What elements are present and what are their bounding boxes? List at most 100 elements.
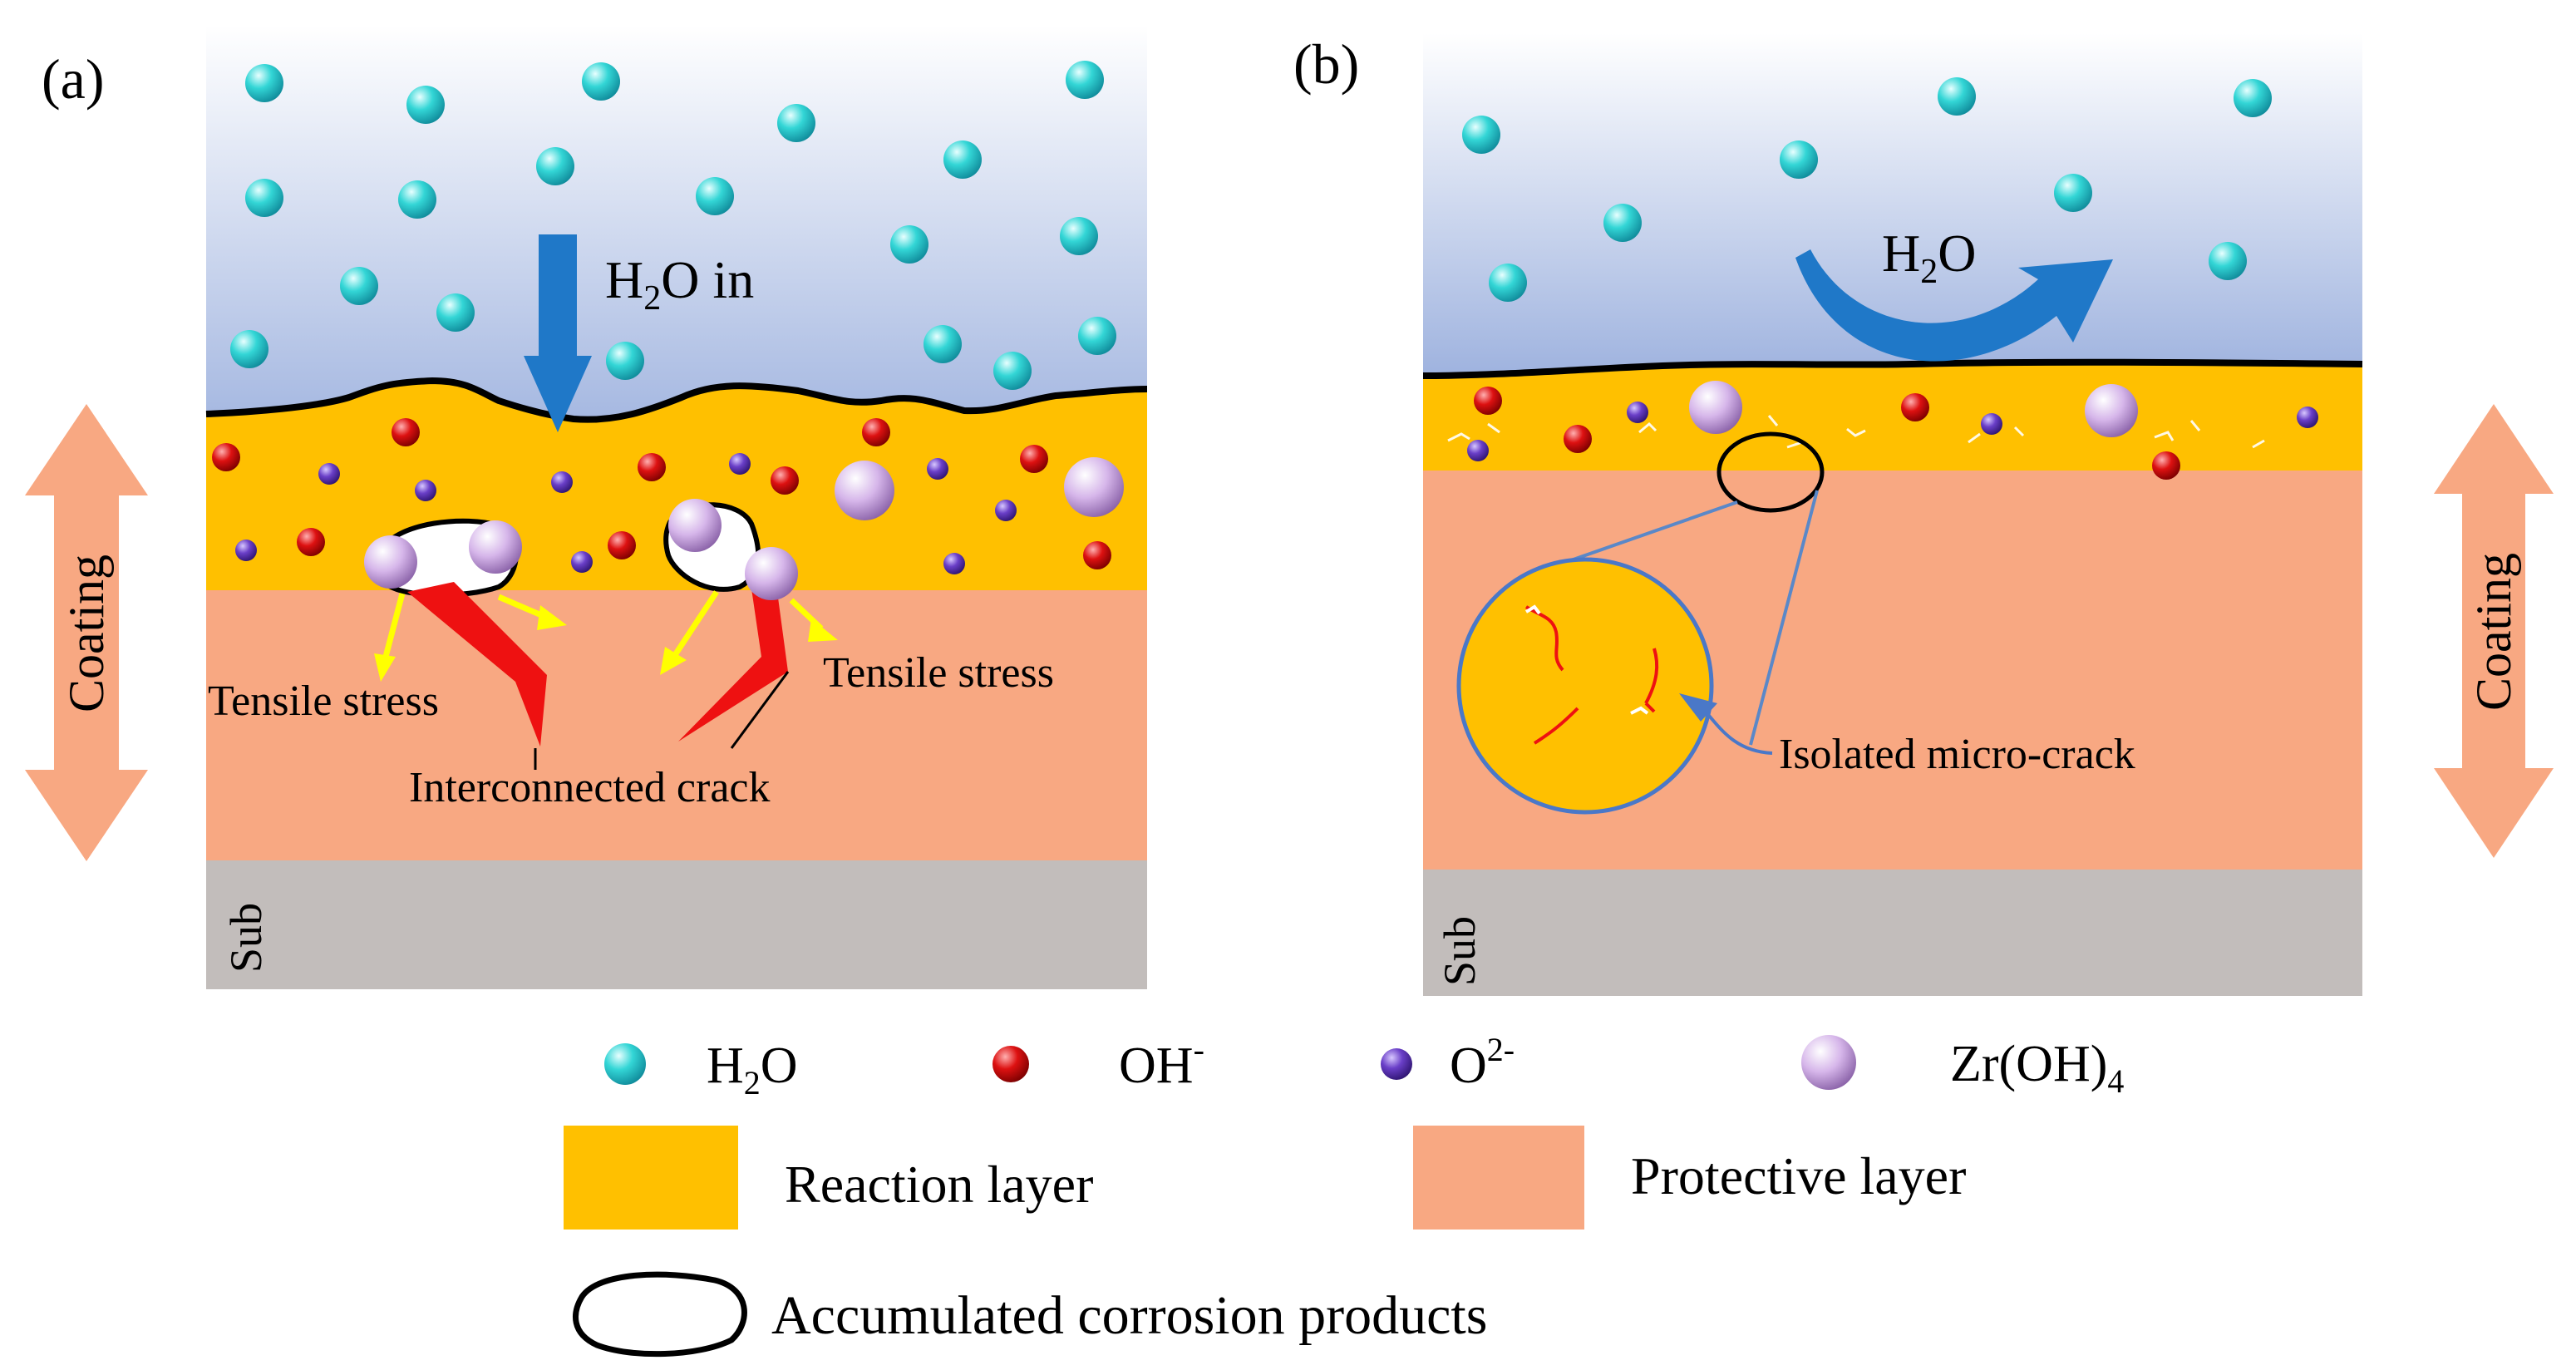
oh-ion — [2152, 451, 2180, 480]
panel-b-coating-arrow — [2434, 404, 2554, 858]
h2o-molecule — [2054, 174, 2092, 212]
h2o-molecule — [1603, 204, 1642, 242]
h2o-molecule — [230, 330, 268, 368]
zr-oh4-particle — [1064, 457, 1124, 517]
panel-a-h2o-in-label: H2O in — [605, 250, 754, 318]
interconnected-crack — [407, 582, 547, 747]
o2-ion — [318, 463, 340, 485]
h2o-molecule — [777, 104, 815, 142]
h2o-molecule — [1780, 140, 1818, 179]
panel-a: (a) Sub H2O — [25, 25, 1148, 989]
panel-a-coating-label: Coating — [59, 554, 114, 712]
h2o-molecule — [606, 342, 644, 380]
panel-b-zr-particles — [1689, 381, 2138, 437]
o2-ion — [551, 471, 573, 493]
panel-a-sub-label: Sub — [221, 903, 271, 973]
panel-b: (b) Sub H2O — [1293, 32, 2554, 996]
zr-oh4-particle — [835, 461, 894, 520]
o2-ion — [927, 458, 948, 480]
h2o-molecule — [245, 64, 283, 102]
panel-b-h2o-molecules — [1462, 77, 2272, 302]
h2o-molecule — [245, 179, 283, 217]
panel-a-o2-ions — [235, 453, 1017, 574]
legend-reaction-layer-label: Reaction layer — [785, 1155, 1093, 1214]
zr-oh4-particle — [668, 499, 722, 552]
panel-a-h2o-molecules — [230, 61, 1116, 390]
zr-oh4-particle — [1689, 381, 1742, 434]
micro-crack-void — [1630, 706, 1649, 715]
legend-oh-swatch — [992, 1046, 1029, 1082]
panel-a-protective-layer — [206, 590, 1147, 860]
o2-ion — [415, 480, 436, 501]
zoom-line-right — [1749, 490, 1819, 746]
panel-b-substrate — [1423, 870, 2362, 996]
h2o-molecule — [536, 147, 574, 185]
panel-a-label: (a) — [42, 47, 104, 111]
h2o-molecule — [582, 62, 620, 101]
isolated-micro-cracks — [1524, 605, 1659, 745]
h2o-molecule — [1462, 116, 1500, 154]
micro-crack-pointer-head — [1679, 693, 1717, 722]
legend-zr-swatch — [1801, 1035, 1856, 1090]
crack-pointer-line — [730, 671, 790, 749]
legend-o2-label: O2- — [1450, 1031, 1515, 1094]
zr-oh4-particle — [2085, 384, 2138, 437]
interconnected-crack — [678, 585, 788, 742]
legend-h2o-label: H2O — [707, 1037, 798, 1101]
h2o-molecule — [696, 177, 734, 215]
panel-a-oh-ions — [212, 418, 1111, 569]
tensile-stress-label-left: Tensile stress — [208, 678, 439, 725]
panel-a-water — [206, 25, 1147, 449]
h2o-molecule — [2234, 79, 2272, 117]
h2o-molecule — [2209, 242, 2247, 280]
h2o-molecule — [340, 267, 378, 305]
legend-accumulated-label: Accumulated corrosion products — [771, 1285, 1487, 1346]
oh-ion — [1564, 425, 1592, 453]
o2-ion — [2297, 407, 2318, 428]
panel-b-coating-label: Coating — [2466, 553, 2521, 711]
oh-ion — [1083, 541, 1111, 569]
h2o-molecule — [890, 225, 928, 264]
micro-crack-void — [1524, 604, 1541, 615]
zoom-magnified-circle — [1456, 557, 1714, 815]
panel-b-h2o-curved-arrow — [1795, 249, 2113, 362]
h2o-molecule — [1489, 264, 1527, 302]
panel-a-coating-arrow — [25, 404, 148, 861]
h2o-molecule — [1938, 77, 1976, 116]
legend-protective-layer-label: Protective layer — [1631, 1146, 1966, 1205]
tensile-stress-label-right: Tensile stress — [823, 649, 1054, 697]
h2o-molecule — [924, 325, 962, 363]
zoom-source-ellipse — [1717, 431, 1825, 513]
legend-o2-swatch — [1381, 1048, 1412, 1080]
oh-ion — [608, 531, 636, 559]
legend-h2o-swatch — [604, 1043, 646, 1085]
oh-ion — [638, 453, 666, 481]
legend-oh-label: OH- — [1119, 1031, 1204, 1094]
zr-oh4-particle — [745, 547, 798, 600]
micro-crack-pointer — [1704, 710, 1773, 755]
panel-b-oh-ions — [1474, 387, 2180, 480]
panel-a-h2o-in-arrow — [524, 234, 592, 432]
oh-ion — [212, 443, 240, 471]
o2-ion — [1981, 413, 2002, 435]
h2o-molecule — [398, 180, 436, 219]
tensile-stress-arrows — [374, 590, 838, 682]
panel-b-surface-line — [1422, 358, 2363, 379]
panel-b-o2-ions — [1467, 402, 2318, 461]
o2-ion — [571, 551, 593, 573]
oh-ion — [297, 528, 325, 556]
oh-ion — [1020, 445, 1048, 473]
h2o-molecule — [1066, 61, 1104, 99]
legend-accumulated-swatch — [573, 1271, 747, 1358]
panel-b-reaction-layer — [1423, 362, 2362, 471]
o2-ion — [235, 540, 257, 561]
panel-b-water — [1423, 33, 2362, 374]
oh-ion — [771, 466, 799, 495]
panel-a-surface-line — [205, 377, 1148, 423]
zr-oh4-particle — [364, 535, 417, 589]
h2o-molecule — [1078, 317, 1116, 355]
o2-ion — [1467, 440, 1489, 461]
interconnected-crack-label: Interconnected crack — [409, 764, 770, 811]
oh-ion — [862, 418, 890, 446]
